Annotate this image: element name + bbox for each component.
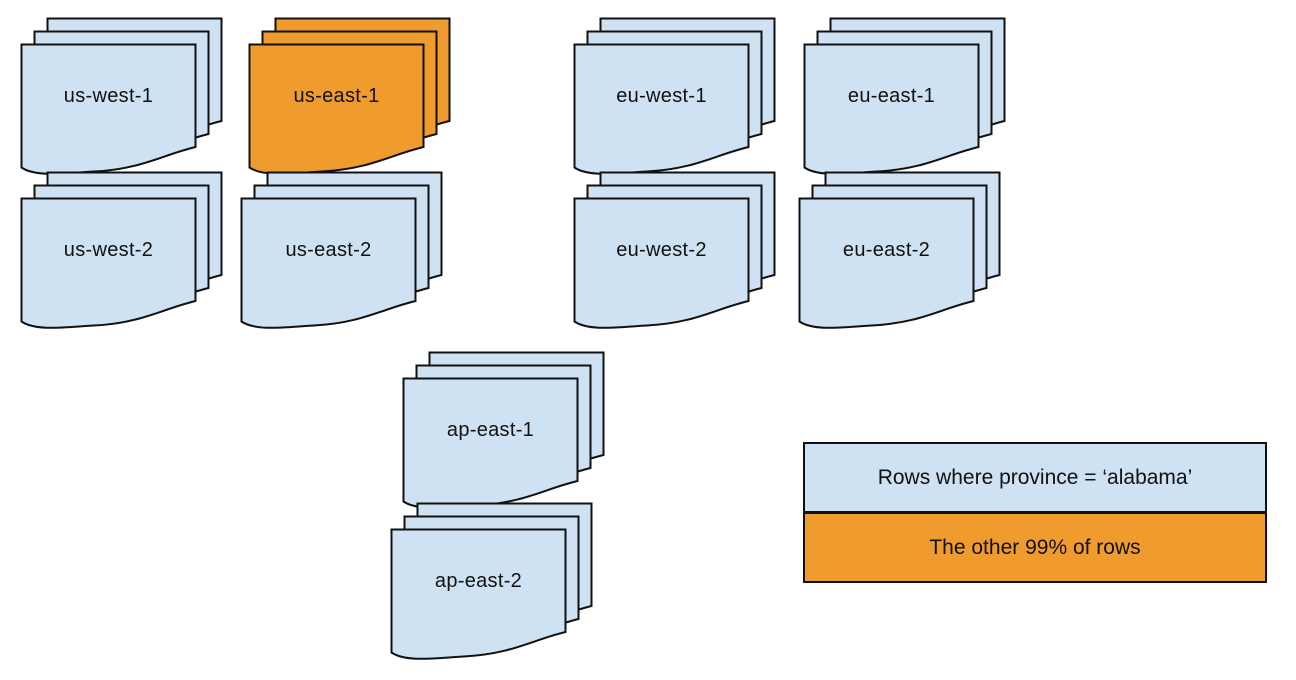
doc-stack-eu-east-1: eu-east-1 [803, 17, 1006, 182]
document-icon [803, 43, 980, 175]
legend-item-label: Rows where province = ‘alabama’ [877, 465, 1193, 489]
legend-item-label: The other 99% of rows [929, 535, 1141, 559]
document-icon [20, 43, 197, 175]
document-icon [573, 43, 750, 175]
document-icon [248, 43, 425, 175]
doc-stack-ap-east-1: ap-east-1 [402, 351, 605, 516]
doc-stack-eu-west-2: eu-west-2 [573, 171, 776, 336]
document-icon [390, 528, 567, 660]
legend-item-alabama-rows: Rows where province = ‘alabama’ [805, 444, 1265, 514]
legend: Rows where province = ‘alabama’ The other… [803, 442, 1267, 583]
doc-stack-us-east-2: us-east-2 [240, 171, 443, 336]
document-icon [240, 197, 417, 329]
document-icon [798, 197, 975, 329]
doc-stack-us-west-1: us-west-1 [20, 17, 223, 182]
doc-stack-us-east-1: us-east-1 [248, 17, 451, 182]
doc-stack-us-west-2: us-west-2 [20, 171, 223, 336]
document-icon [20, 197, 197, 329]
document-icon [573, 197, 750, 329]
legend-item-other-rows: The other 99% of rows [805, 514, 1265, 581]
doc-stack-eu-east-2: eu-east-2 [798, 171, 1001, 336]
doc-stack-ap-east-2: ap-east-2 [390, 502, 593, 667]
document-icon [402, 377, 579, 509]
doc-stack-eu-west-1: eu-west-1 [573, 17, 776, 182]
